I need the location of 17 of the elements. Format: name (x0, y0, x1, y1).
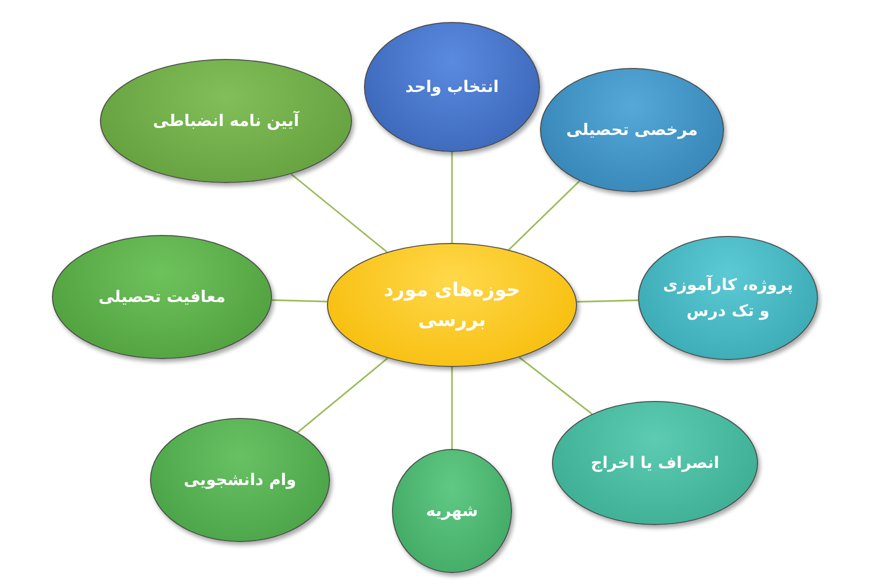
connector-line (576, 299, 638, 303)
node-label: پروژه، کارآموزی و تک درس (662, 274, 794, 322)
node-label: وام دانشجویی (184, 469, 296, 492)
node-label: مرخصی تحصیلی (566, 119, 698, 142)
node-label: معافیت تحصیلی (98, 286, 226, 308)
node-label: انتخاب واحد (405, 76, 499, 98)
connector-line (290, 173, 388, 253)
node-label: حوزه‌های مورد بررسی (382, 278, 522, 333)
connector-line (451, 367, 453, 449)
connector-line (518, 356, 592, 415)
node-label: شهریه (426, 500, 478, 522)
connector-line (297, 358, 388, 434)
node-label: انصراف یا اخراج (590, 452, 720, 474)
node-label: آیین نامه انضباطی (152, 110, 300, 132)
connector-line (508, 180, 580, 250)
connector-line (451, 152, 453, 243)
connector-line (272, 299, 328, 302)
